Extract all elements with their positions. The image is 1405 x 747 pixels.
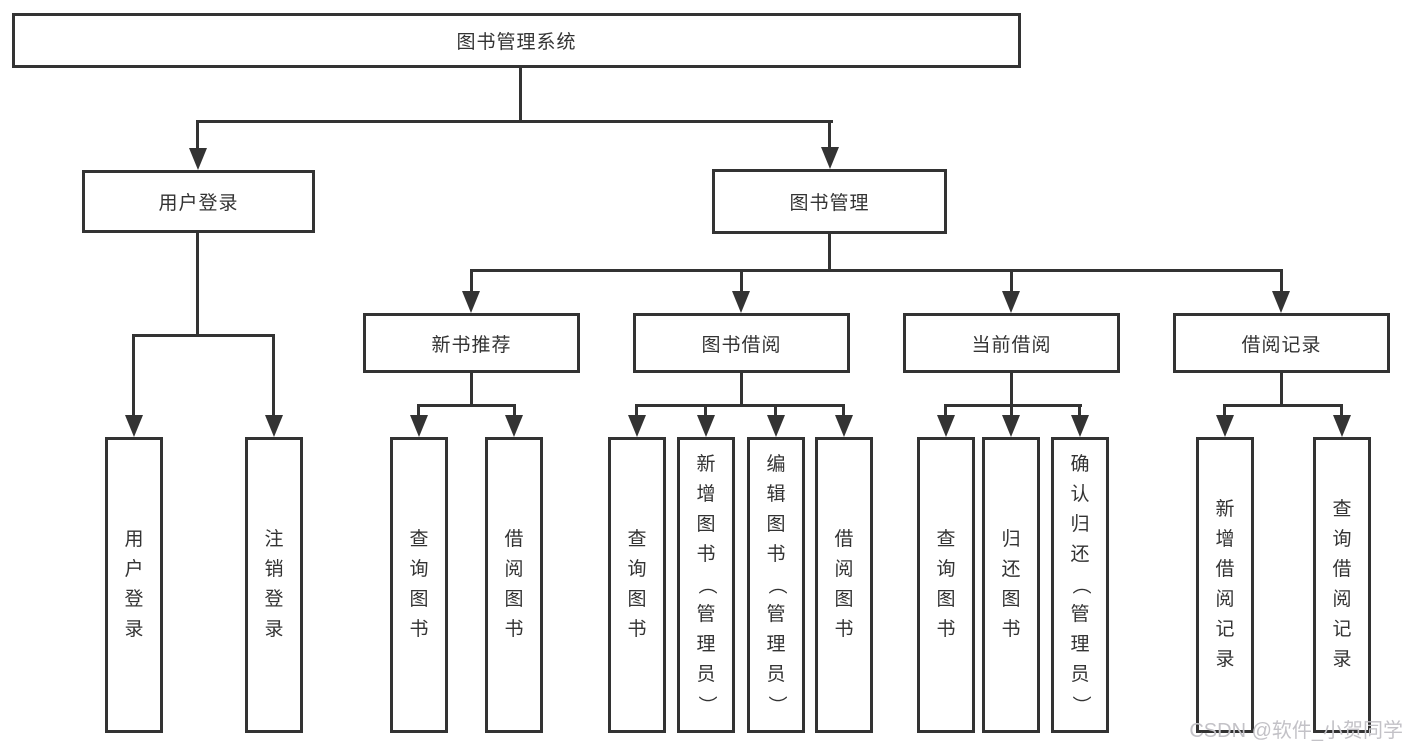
- leaf-borrow-books: 借阅图书: [815, 437, 873, 733]
- connector-line: [1010, 404, 1013, 416]
- connector-line: [740, 373, 743, 406]
- leaf-query-borrow-record: 查询借阅记录: [1313, 437, 1371, 733]
- arrowhead-icon: [505, 415, 523, 437]
- leaf-query-books-borrow: 查询图书: [608, 437, 666, 733]
- connector-line: [1078, 404, 1081, 416]
- arrowhead-icon: [1071, 415, 1089, 437]
- leaf-confirm-return-admin: 确认归还（管理员）: [1051, 437, 1109, 733]
- connector-line: [1223, 404, 1343, 407]
- arrowhead-icon: [125, 415, 143, 437]
- arrowhead-icon: [767, 415, 785, 437]
- connector-line: [513, 404, 516, 416]
- node-book-management: 图书管理: [712, 169, 947, 234]
- connector-line: [635, 404, 638, 416]
- connector-line: [470, 269, 1283, 272]
- arrowhead-icon: [835, 415, 853, 437]
- connector-line: [272, 334, 275, 416]
- connector-line: [842, 404, 845, 416]
- leaf-user-login: 用户登录: [105, 437, 163, 733]
- node-user-login: 用户登录: [82, 170, 315, 233]
- connector-line: [196, 120, 833, 123]
- connector-line: [1340, 404, 1343, 416]
- connector-line: [1223, 404, 1226, 416]
- arrowhead-icon: [1272, 291, 1290, 313]
- connector-line: [1010, 269, 1013, 292]
- node-new-book-recommend: 新书推荐: [363, 313, 580, 373]
- arrowhead-icon: [732, 291, 750, 313]
- node-book-borrow: 图书借阅: [633, 313, 850, 373]
- leaf-return-books: 归还图书: [982, 437, 1040, 733]
- leaf-add-borrow-record: 新增借阅记录: [1196, 437, 1254, 733]
- leaf-logout: 注销登录: [245, 437, 303, 733]
- connector-line: [635, 404, 845, 407]
- connector-line: [417, 404, 420, 416]
- connector-line: [944, 404, 947, 416]
- connector-line: [828, 120, 831, 148]
- node-book-borrow-label: 图书借阅: [701, 334, 782, 356]
- connector-line: [196, 233, 199, 335]
- arrowhead-icon: [628, 415, 646, 437]
- connector-line: [470, 373, 473, 406]
- connector-line: [1010, 373, 1013, 406]
- leaf-edit-books-admin: 编辑图书（管理员）: [747, 437, 805, 733]
- node-book-management-label: 图书管理: [789, 193, 870, 214]
- connector-line: [1280, 373, 1283, 406]
- arrowhead-icon: [189, 148, 207, 170]
- arrowhead-icon: [1216, 415, 1234, 437]
- connector-line: [740, 269, 743, 292]
- leaf-query-books-recommend: 查询图书: [390, 437, 448, 733]
- node-root: 图书管理系统: [12, 13, 1021, 68]
- node-user-login-label: 用户登录: [158, 193, 239, 214]
- arrowhead-icon: [410, 415, 428, 437]
- arrowhead-icon: [1002, 291, 1020, 313]
- connector-line: [519, 68, 522, 121]
- leaf-add-books-admin: 新增图书（管理员）: [677, 437, 735, 733]
- connector-line: [196, 120, 199, 149]
- connector-line: [828, 234, 831, 272]
- leaf-borrow-books-recommend: 借阅图书: [485, 437, 543, 733]
- arrowhead-icon: [697, 415, 715, 437]
- node-borrow-records: 借阅记录: [1173, 313, 1390, 373]
- leaf-query-books-current: 查询图书: [917, 437, 975, 733]
- connector-line: [944, 404, 1082, 407]
- csdn-watermark: CSDN @软件_小贺同学: [1189, 720, 1403, 742]
- connector-line: [132, 334, 275, 337]
- connector-line: [1280, 269, 1283, 292]
- node-borrow-records-label: 借阅记录: [1241, 334, 1322, 356]
- arrowhead-icon: [1002, 415, 1020, 437]
- connector-line: [417, 404, 516, 407]
- arrowhead-icon: [265, 415, 283, 437]
- node-current-borrow-label: 当前借阅: [971, 334, 1052, 356]
- connector-line: [470, 269, 473, 292]
- connector-line: [704, 404, 707, 416]
- arrowhead-icon: [1333, 415, 1351, 437]
- connector-line: [132, 334, 135, 416]
- arrowhead-icon: [937, 415, 955, 437]
- node-current-borrow: 当前借阅: [903, 313, 1120, 373]
- connector-line: [774, 404, 777, 416]
- arrowhead-icon: [821, 147, 839, 169]
- arrowhead-icon: [462, 291, 480, 313]
- node-new-book-recommend-label: 新书推荐: [431, 334, 512, 356]
- node-root-label: 图书管理系统: [456, 32, 577, 53]
